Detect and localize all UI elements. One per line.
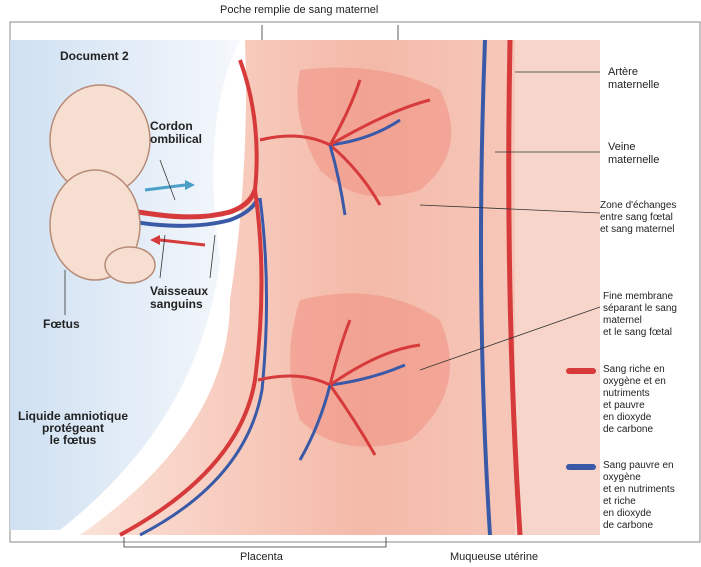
legend-swatch-blue [566,464,596,470]
label-cordon: Cordon ombilical [150,120,202,146]
label-vaisseaux: Vaisseaux sanguins [150,285,208,311]
label-placenta: Placenta [240,551,283,564]
label-membrane: Fine membrane séparant le sang maternel … [603,291,677,339]
label-foetus: Fœtus [43,318,80,331]
label-artere: Artère maternelle [608,66,659,92]
legend-swatch-red [566,368,596,374]
label-poche: Poche remplie de sang maternel [220,4,378,17]
fetus-leg [105,247,155,283]
label-zone: Zone d'échanges entre sang fœtal et sang… [600,200,676,236]
document-label: Document 2 [60,50,129,63]
maternal-blood-pocket [290,293,450,446]
uterine-mucosa [515,40,600,535]
legend-text-red: Sang riche en oxygène et en nutriments e… [603,364,666,436]
label-liquide: Liquide amniotique protégeant le fœtus [18,410,128,446]
label-veine: Veine maternelle [608,141,659,167]
legend-text-blue: Sang pauvre en oxygène et en nutriments … [603,460,675,532]
label-muqueuse: Muqueuse utérine [450,551,538,564]
